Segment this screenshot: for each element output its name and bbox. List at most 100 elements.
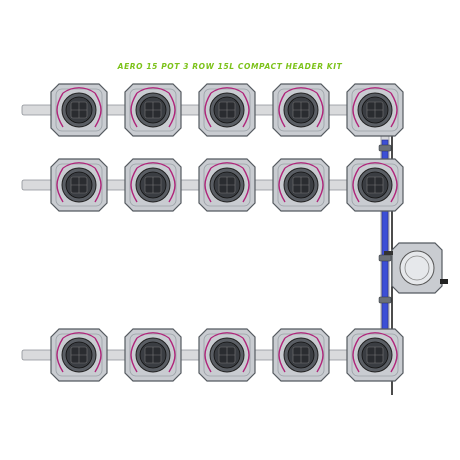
drip-tube	[390, 337, 398, 373]
pot-rim	[55, 88, 103, 132]
drip-tube	[62, 87, 96, 94]
header-manifold	[378, 109, 392, 361]
pot-grid	[293, 347, 309, 363]
pot-rim	[351, 163, 399, 207]
drip-tube	[278, 92, 286, 128]
pot-rim	[129, 333, 177, 377]
drip-tube	[62, 332, 96, 339]
pot-grid	[219, 347, 235, 363]
pot-grid	[145, 177, 161, 193]
pot-rim	[351, 88, 399, 132]
pot-grid	[71, 102, 87, 118]
pot-grid	[145, 347, 161, 363]
drip-tube	[168, 337, 176, 373]
pot	[124, 83, 182, 137]
pot-layer	[50, 83, 404, 382]
drip-tube	[204, 337, 212, 373]
drip-tube	[316, 92, 324, 128]
pot-rim	[203, 333, 251, 377]
reservoir-tank	[384, 242, 448, 294]
reservoir-inlet	[384, 251, 393, 255]
pot-rim	[55, 333, 103, 377]
pot	[272, 328, 330, 382]
drip-tube	[130, 337, 138, 373]
pot-grid	[219, 102, 235, 118]
pot	[272, 158, 330, 212]
pot	[50, 83, 108, 137]
drip-tube	[284, 162, 318, 169]
drip-tube	[352, 167, 360, 203]
drip-tube	[94, 92, 102, 128]
manifold-fitting	[378, 254, 392, 262]
manifold-fitting	[378, 144, 392, 152]
reservoir-lid-ring	[404, 255, 430, 281]
drip-tube	[56, 337, 64, 373]
drip-tube	[358, 332, 392, 339]
drip-tube	[242, 337, 250, 373]
manifold-fitting	[378, 296, 392, 304]
pot-rim	[277, 163, 325, 207]
pot	[346, 158, 404, 212]
drip-tube	[242, 167, 250, 203]
pot	[198, 158, 256, 212]
drip-tube	[210, 162, 244, 169]
pot-rim	[129, 163, 177, 207]
pot-grid	[293, 177, 309, 193]
pot-rim	[277, 333, 325, 377]
drip-tube	[168, 167, 176, 203]
drip-tube	[56, 92, 64, 128]
drip-tube	[210, 87, 244, 94]
pot-rim	[203, 163, 251, 207]
drip-tube	[204, 92, 212, 128]
pot-rim	[55, 163, 103, 207]
pot-grid	[71, 347, 87, 363]
pot-grid	[293, 102, 309, 118]
drip-tube	[352, 337, 360, 373]
pot	[50, 328, 108, 382]
pot-grid	[71, 177, 87, 193]
drip-tube	[136, 87, 170, 94]
pot	[198, 83, 256, 137]
drip-tube	[130, 92, 138, 128]
pot	[346, 328, 404, 382]
drip-tube	[168, 92, 176, 128]
drip-tube	[352, 92, 360, 128]
drip-tube	[278, 167, 286, 203]
drip-tube	[358, 87, 392, 94]
pot	[124, 158, 182, 212]
pot-grid	[145, 102, 161, 118]
pot-rim	[129, 88, 177, 132]
drip-tube	[94, 167, 102, 203]
pot-rim	[277, 88, 325, 132]
pot-grid	[367, 102, 383, 118]
drip-tube	[210, 332, 244, 339]
pot	[346, 83, 404, 137]
drip-tube	[242, 92, 250, 128]
pot-grid	[219, 177, 235, 193]
drip-tube	[136, 332, 170, 339]
drip-tube	[284, 332, 318, 339]
drip-tube	[56, 167, 64, 203]
drip-tube	[390, 92, 398, 128]
kit-title: AERO 15 POT 3 ROW 15L COMPACT HEADER KIT	[117, 62, 343, 71]
drip-tube	[316, 167, 324, 203]
drip-tube	[358, 162, 392, 169]
pot-rim	[203, 88, 251, 132]
pot	[50, 158, 108, 212]
pot	[124, 328, 182, 382]
pot-grid	[367, 177, 383, 193]
pot-grid	[367, 347, 383, 363]
drip-tube	[94, 337, 102, 373]
drip-tube	[204, 167, 212, 203]
drip-tube	[316, 337, 324, 373]
pot	[272, 83, 330, 137]
pot-rim	[351, 333, 399, 377]
drip-tube	[390, 167, 398, 203]
pot	[198, 328, 256, 382]
drip-tube	[130, 167, 138, 203]
drip-tube	[278, 337, 286, 373]
drip-tube	[136, 162, 170, 169]
drip-tube	[284, 87, 318, 94]
reservoir	[384, 242, 448, 294]
